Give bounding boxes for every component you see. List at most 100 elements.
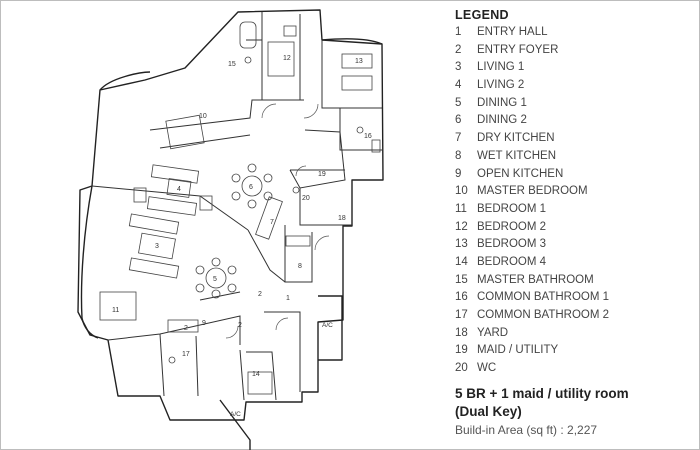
legend-item-number: 13 [455,238,468,251]
legend-item-number: 8 [455,149,462,162]
legend-item: 2 ENTRY FOYER [455,42,695,60]
legend-item: 5 DINING 1 [455,95,695,113]
legend-item: 7 DRY KITCHEN [455,130,695,148]
legend-item-number: 5 [455,96,462,109]
legend-item: 14 BEDROOM 4 [455,254,695,272]
outer-wall [77,9,384,421]
legend-item-label: OPEN KITCHEN [477,167,564,180]
legend-item-number: 9 [455,167,462,180]
legend-item-number: 12 [455,220,468,233]
label-entry-foyer-a: 2 [258,291,262,298]
bed-4 [247,371,273,395]
label-bedroom-3: 13 [355,58,363,65]
legend-item-label: LIVING 1 [477,61,525,74]
legend-item: 18 YARD [455,325,695,343]
legend-item-label: ENTRY HALL [477,26,548,38]
label-dining-2: 6 [249,184,253,191]
legend-item-label: MASTER BATHROOM [477,273,594,286]
bed-3-lower [341,75,373,91]
legend-title: LEGEND [455,8,509,22]
sofa-living-1 [128,213,180,235]
legend-item-label: ENTRY FOYER [477,43,559,56]
bed-3-upper [341,53,373,69]
label-master-bedroom: 10 [199,113,207,120]
legend: LEGEND 1 ENTRY HALL 2 ENTRY FOYER 3 LIVING 1 4… [455,8,695,378]
ac-ledge-right [318,295,343,361]
label-dining-1: 5 [213,276,217,283]
legend-item: 12 BEDROOM 2 [455,219,695,237]
legend-item-label: YARD [477,326,509,339]
legend-item-label: MASTER BEDROOM [477,185,588,198]
label-yard: 18 [338,215,346,222]
legend-item: 19 MAID / UTILITY [455,342,695,360]
legend-item-number: 20 [455,362,468,375]
legend-item-label: DINING 2 [477,114,527,127]
label-maid-utility: 19 [318,171,326,178]
label-entry-foyer-c: 2 [184,325,188,332]
bathtub [239,21,257,49]
legend-item-number: 3 [455,61,462,74]
label-bedroom-2: 12 [283,55,291,62]
legend-item-number: 18 [455,326,468,339]
legend-item: 4 LIVING 2 [455,77,695,95]
label-ac-ledge-bottom: A/C [230,411,241,418]
label-ac-ledge-right: A/C [322,322,333,329]
bed-1 [99,291,137,321]
legend-list: 1 ENTRY HALL 2 ENTRY FOYER 3 LIVING 1 4 LIVING … [455,24,695,378]
legend-item-number: 7 [455,132,462,145]
legend-item-label: BEDROOM 2 [477,220,547,233]
legend-item: 20 WC [455,360,695,378]
legend-item-label: MAID / UTILITY [477,344,559,357]
legend-item-number: 10 [455,185,468,198]
sofa-living-2 [150,164,200,184]
bed-2 [267,41,295,77]
legend-item: 3 LIVING 1 [455,59,695,77]
build-in-area: Build-in Area (sq ft) : 2,227 [455,423,598,437]
label-common-bathroom-1: 16 [364,133,372,140]
legend-item-label: DRY KITCHEN [477,132,555,145]
label-common-bathroom-2: 17 [182,351,190,358]
legend-item-number: 16 [455,291,468,304]
label-living-1: 3 [155,243,159,250]
label-bedroom-1: 11 [112,307,119,314]
dining-table-1 [205,267,227,289]
legend-item-label: BEDROOM 4 [477,255,547,268]
legend-item: 16 COMMON BATHROOM 1 [455,289,695,307]
legend-item-label: BEDROOM 3 [477,238,547,251]
legend-item: 10 MASTER BEDROOM [455,183,695,201]
floor-plan: 1 2 2 2 3 4 5 6 7 8 9 10 11 12 13 14 15 … [77,9,384,450]
legend-item-number: 4 [455,79,462,92]
legend-item-label: LIVING 2 [477,79,525,92]
balcony-curve-top-right [321,38,383,45]
label-entry-hall: 1 [286,295,290,302]
legend-item-label: COMMON BATHROOM 1 [477,291,610,304]
balcony-curve-left [80,185,99,339]
legend-item: 6 DINING 2 [455,112,695,130]
legend-item: 1 ENTRY HALL [455,24,695,42]
legend-item-number: 6 [455,114,462,127]
label-dry-kitchen: 7 [270,219,274,226]
label-living-2: 4 [177,186,181,193]
legend-item-number: 14 [455,255,468,268]
unit-summary: 5 BR + 1 maid / utility room (Dual Key) … [455,385,629,439]
dining-table-2 [241,175,263,197]
legend-item: 9 OPEN KITCHEN [455,166,695,184]
balcony-curve-top [99,71,151,91]
label-bedroom-4: 14 [252,371,260,378]
legend-item-number: 1 [455,26,462,38]
legend-item-label: COMMON BATHROOM 2 [477,309,610,321]
unit-type: 5 BR + 1 maid / utility room [455,386,629,401]
legend-item-number: 11 [455,202,467,215]
unit-subtype: (Dual Key) [455,404,522,419]
label-entry-foyer-b: 2 [238,322,242,329]
legend-item-label: WC [477,362,497,375]
legend-item-label: BEDROOM 1 [477,202,547,215]
legend-item-label: DINING 1 [477,96,527,109]
legend-item-label: WET KITCHEN [477,149,557,162]
legend-item-number: 17 [455,309,468,321]
master-bed [165,114,205,150]
legend-item-number: 19 [455,344,468,357]
label-wc: 20 [302,195,310,202]
legend-item-number: 2 [455,43,462,56]
